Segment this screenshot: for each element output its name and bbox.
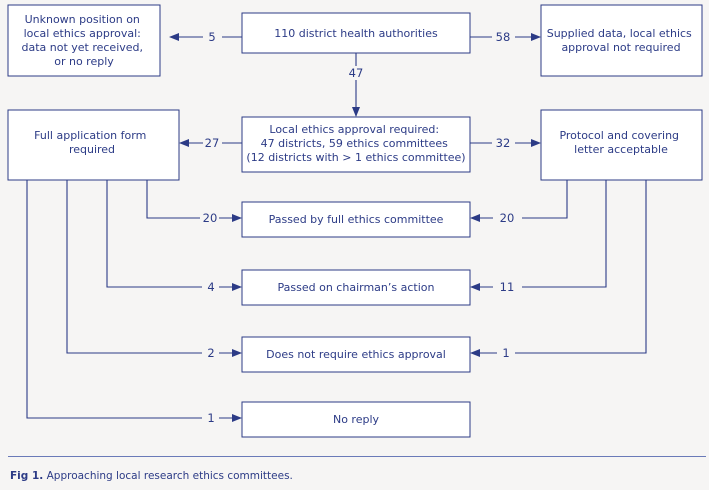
- line-form-to-chairman: [106, 180, 202, 288]
- box-district-health-authorities: [241, 12, 471, 54]
- count-form-not-required: 2: [207, 346, 214, 360]
- box-passed-chairman: [241, 269, 471, 306]
- count-protocol-full-committee: 20: [500, 211, 515, 225]
- ethics-committee-flowchart: 110 district health authorities Unknown …: [7, 4, 703, 438]
- text-district-health-authorities: 110 district health authorities: [274, 27, 438, 40]
- text-not-require-approval: Does not require ethics approval: [266, 348, 446, 361]
- line-form-to-full-committee: [146, 180, 200, 219]
- count-full-form: 27: [205, 136, 220, 150]
- count-unknown: 5: [208, 30, 215, 44]
- caption-divider: [8, 456, 706, 457]
- box-supplied-data: [540, 4, 703, 77]
- box-not-require-approval: [241, 336, 471, 373]
- box-unknown-position: [7, 4, 161, 77]
- box-local-ethics-required: [241, 116, 471, 173]
- line-protocol-to-not-required: [515, 180, 647, 354]
- count-protocol-chairman: 11: [500, 280, 515, 294]
- line-form-to-no-reply: [26, 180, 202, 419]
- text-full-application-form: Full application form required: [34, 129, 150, 156]
- figure-caption-text: Approaching local research ethics commit…: [46, 470, 293, 482]
- count-protocol: 32: [496, 136, 511, 150]
- text-unknown-position: Unknown position on local ethics approva…: [21, 13, 146, 68]
- line-protocol-to-full-committee: [522, 180, 568, 219]
- figure-caption: Fig 1. Approaching local research ethics…: [10, 470, 293, 482]
- count-form-chairman: 4: [207, 280, 214, 294]
- count-supplied: 58: [496, 30, 511, 44]
- box-full-application-form: [7, 109, 180, 181]
- line-protocol-to-chairman: [522, 180, 607, 288]
- box-no-reply: [241, 401, 471, 438]
- count-required: 47: [349, 66, 364, 80]
- line-form-to-not-required: [66, 180, 202, 354]
- text-passed-chairman: Passed on chairman’s action: [278, 281, 435, 294]
- text-passed-full-committee: Passed by full ethics committee: [269, 213, 444, 226]
- figure-label: Fig 1.: [10, 470, 44, 482]
- count-form-no-reply: 1: [207, 411, 214, 425]
- text-local-ethics-required: Local ethics approval required: 47 distr…: [246, 123, 465, 164]
- text-supplied-data: Supplied data, local ethics approval not…: [547, 27, 696, 54]
- box-protocol-acceptable: [540, 109, 703, 181]
- text-no-reply: No reply: [333, 413, 380, 426]
- count-form-full-committee: 20: [203, 211, 218, 225]
- box-passed-full-committee: [241, 201, 471, 238]
- text-protocol-acceptable: Protocol and covering letter acceptable: [559, 129, 682, 156]
- count-protocol-not-required: 1: [502, 346, 509, 360]
